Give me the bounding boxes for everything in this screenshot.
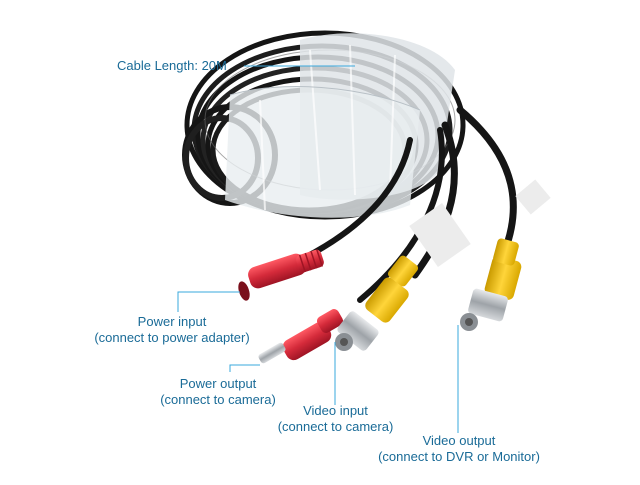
bnc-connector-icon	[460, 238, 522, 331]
power-input-desc: (connect to power adapter)	[94, 330, 250, 345]
video-input-desc: (connect to camera)	[277, 419, 394, 434]
plastic-wrap-icon	[225, 33, 455, 218]
cable-tag-icon	[409, 179, 551, 267]
dc-male-connector-icon	[258, 309, 344, 364]
leader-lines	[177, 65, 459, 433]
power-input-title: Power input	[137, 314, 207, 329]
dc-female-connector-icon	[238, 249, 324, 301]
bnc-connector-icon	[335, 255, 419, 351]
power-output-title: Power output	[179, 376, 257, 391]
video-input-label: Video input (connect to camera)	[268, 403, 403, 435]
video-output-title: Video output	[422, 433, 496, 448]
cable-leads	[297, 106, 517, 303]
cable-length-label: Cable Length: 20M	[117, 58, 227, 73]
video-output-desc: (connect to DVR or Monitor)	[378, 449, 540, 464]
power-output-desc: (connect to camera)	[160, 392, 276, 407]
power-input-label: Power input (connect to power adapter)	[82, 314, 262, 346]
video-input-title: Video input	[303, 403, 368, 418]
video-output-label: Video output (connect to DVR or Monitor)	[366, 433, 552, 465]
power-output-label: Power output (connect to camera)	[148, 376, 288, 408]
